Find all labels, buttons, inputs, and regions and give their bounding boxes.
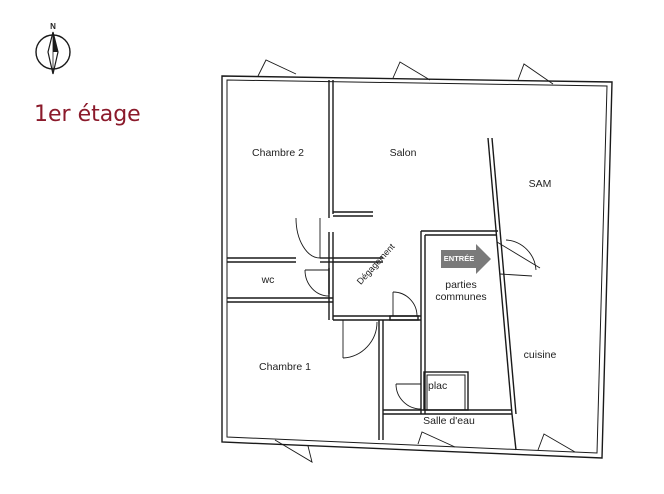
interior-walls (227, 80, 517, 451)
doors (295, 217, 541, 410)
room-label-salle-eau: Salle d'eau (423, 415, 475, 427)
floor-label: 1er étage (34, 102, 141, 127)
room-label-wc: wc (261, 274, 275, 286)
room-label-chambre-1: Chambre 1 (259, 361, 311, 373)
compass-icon: N (35, 22, 71, 75)
room-label-cuisine: cuisine (524, 349, 557, 361)
room-label-sam: SAM (529, 178, 552, 190)
windows (257, 59, 576, 463)
room-label-placard: plac (428, 380, 447, 392)
compass-letter: N (50, 22, 56, 31)
room-label-salon: Salon (390, 147, 417, 159)
room-label-parties: parties (445, 279, 477, 291)
room-label-degagement: Dégagement (355, 241, 397, 286)
room-label-chambre-2: Chambre 2 (252, 147, 304, 159)
entry-label: ENTRÉE (444, 254, 474, 263)
entry-arrow-icon: ENTRÉE (441, 244, 491, 274)
room-label-communes: communes (435, 291, 486, 303)
outer-walls (221, 75, 613, 459)
